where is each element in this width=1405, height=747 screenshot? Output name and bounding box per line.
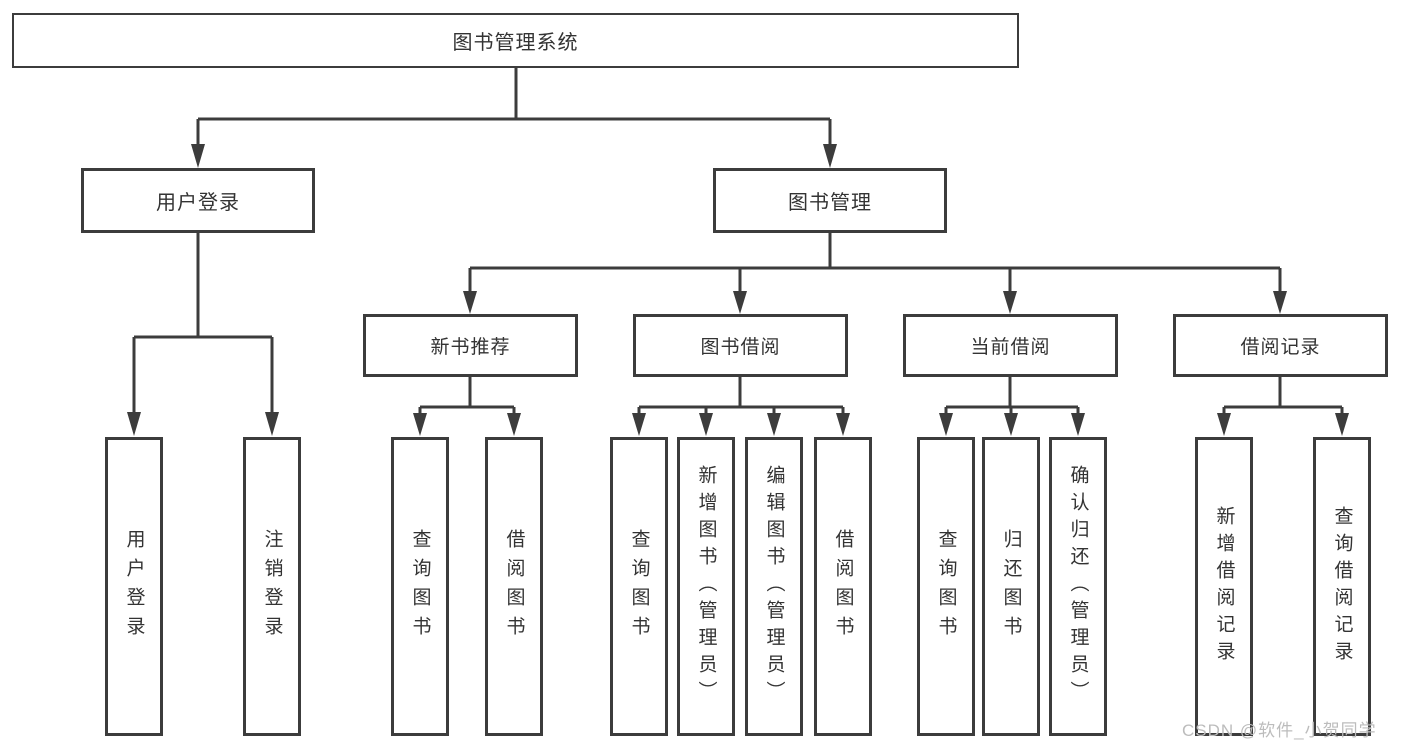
leaf-br-query-borrow-record: 查询借阅记录 — [1313, 437, 1371, 736]
node-book-borrowing: 图书借阅 — [633, 314, 848, 377]
node-label: 当前借阅 — [970, 337, 1051, 358]
node-label: 注销登录 — [261, 528, 283, 645]
node-book-management: 图书管理 — [713, 168, 947, 233]
node-label: 新书推荐 — [430, 337, 511, 358]
node-label: 用户登录 — [123, 528, 145, 645]
leaf-bb-query-books: 查询图书 — [610, 437, 668, 736]
node-label: 图书管理 — [788, 192, 872, 214]
node-label: 用户登录 — [156, 192, 240, 214]
node-label: 查询借阅记录 — [1331, 505, 1353, 668]
node-label: 查询图书 — [935, 528, 957, 645]
leaf-cb-return-books: 归还图书 — [982, 437, 1040, 736]
leaf-user-login: 用户登录 — [105, 437, 163, 736]
node-user-login: 用户登录 — [81, 168, 315, 233]
node-label: 确认归还（管理员） — [1067, 465, 1089, 708]
node-label: 查询图书 — [628, 528, 650, 645]
node-borrowing-records: 借阅记录 — [1173, 314, 1388, 377]
leaf-cb-query-books: 查询图书 — [917, 437, 975, 736]
leaf-bb-edit-books-admin: 编辑图书（管理员） — [745, 437, 803, 736]
leaf-br-add-borrow-record: 新增借阅记录 — [1195, 437, 1253, 736]
node-current-borrowing: 当前借阅 — [903, 314, 1118, 377]
node-label: 查询图书 — [409, 528, 431, 645]
node-label: 新增图书（管理员） — [695, 465, 717, 708]
node-label: 新增借阅记录 — [1213, 505, 1235, 668]
node-label: 图书管理系统 — [452, 32, 579, 54]
leaf-bb-add-books-admin: 新增图书（管理员） — [677, 437, 735, 736]
node-new-book-recommend: 新书推荐 — [363, 314, 578, 377]
leaf-logout: 注销登录 — [243, 437, 301, 736]
node-label: 编辑图书（管理员） — [763, 465, 785, 708]
node-label: 借阅图书 — [503, 528, 525, 645]
node-library-management-system: 图书管理系统 — [12, 13, 1019, 68]
node-label: 图书借阅 — [700, 337, 781, 358]
leaf-nbr-borrow-books: 借阅图书 — [485, 437, 543, 736]
csdn-watermark: CSDN @软件_小贺同学 — [1182, 721, 1377, 740]
leaf-nbr-query-books: 查询图书 — [391, 437, 449, 736]
leaf-bb-borrow-books: 借阅图书 — [814, 437, 872, 736]
node-label: 借阅图书 — [832, 528, 854, 645]
node-label: 借阅记录 — [1240, 337, 1321, 358]
node-label: 归还图书 — [1000, 528, 1022, 645]
leaf-cb-confirm-return-admin: 确认归还（管理员） — [1049, 437, 1107, 736]
